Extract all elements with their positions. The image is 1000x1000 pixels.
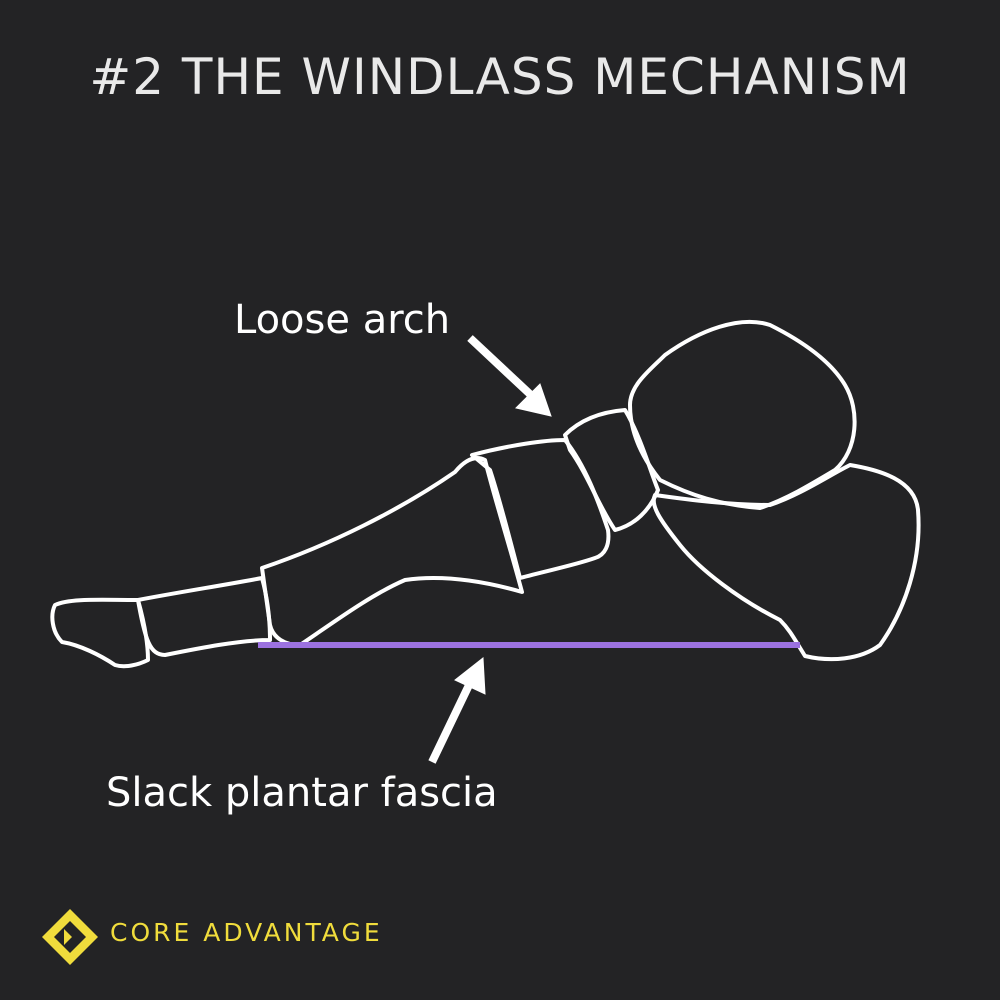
navicular-bone <box>563 408 660 532</box>
core-advantage-logo-icon <box>42 909 98 965</box>
cuneiform-bone <box>470 438 611 580</box>
page-title: #2 THE WINDLASS MECHANISM <box>89 48 911 106</box>
loose-arch-label: Loose arch <box>234 297 451 343</box>
proximal-phalanx-bone <box>136 576 272 657</box>
talus-bone <box>628 319 857 510</box>
arrow-fascia <box>428 657 486 764</box>
brand-name: CORE ADVANTAGE <box>110 918 383 947</box>
metatarsal-bone <box>260 456 524 647</box>
distal-phalanx-bone <box>50 597 150 669</box>
slack-plantar-fascia-label: Slack plantar fascia <box>106 770 498 816</box>
arrow-arch <box>467 335 552 417</box>
